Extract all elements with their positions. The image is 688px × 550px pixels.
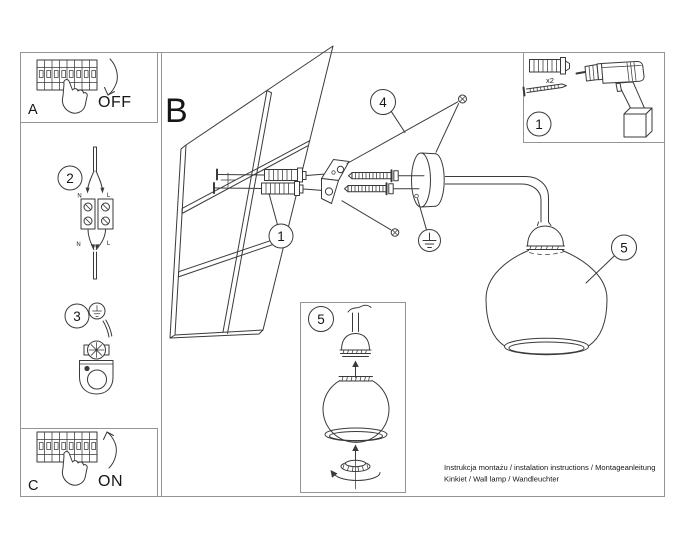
arm-pipe bbox=[352, 312, 359, 332]
lamp-arm bbox=[444, 176, 552, 226]
callout-1: 1 bbox=[268, 193, 294, 249]
panel-c-label: C bbox=[28, 478, 38, 494]
ground-symbol-icon bbox=[88, 302, 106, 320]
breaker-panel-illustration bbox=[36, 59, 98, 91]
panel-c-box bbox=[20, 428, 158, 497]
footer-line-1: Instrukcja montażu / instalation instruc… bbox=[444, 463, 655, 472]
callout-1-circle bbox=[268, 223, 294, 249]
wall-lamp bbox=[411, 152, 608, 356]
wall-plug-2 bbox=[261, 181, 327, 196]
callout-5: 5 bbox=[585, 234, 637, 284]
rotate-arrow-icon bbox=[330, 470, 381, 481]
footer: Instrukcja montażu / instalation instruc… bbox=[444, 463, 655, 484]
wall-plugs-and-screws bbox=[213, 167, 333, 196]
wire-n-bottom-label: N bbox=[76, 242, 80, 248]
canopy bbox=[411, 152, 445, 208]
callout-box5-number: 5 bbox=[317, 312, 325, 327]
wall-screw-1 bbox=[216, 168, 265, 181]
machine-screw-2 bbox=[344, 182, 420, 196]
wire-l-bottom-label: L bbox=[107, 241, 111, 247]
hand-icon bbox=[61, 451, 88, 486]
ground-terminal bbox=[83, 340, 110, 360]
section-b-label: B bbox=[165, 92, 188, 130]
canopy-ground-callout bbox=[341, 198, 441, 252]
holder-dome bbox=[339, 333, 372, 357]
arrow-up-icon bbox=[103, 431, 117, 469]
step-2-wiring: 2 N L N L bbox=[57, 146, 114, 280]
drill-icon bbox=[575, 60, 653, 138]
panel-a: A OFF bbox=[28, 58, 132, 118]
arrow-down-icon bbox=[104, 58, 118, 96]
mounting-bracket bbox=[321, 159, 350, 204]
shade-holder-dome bbox=[526, 225, 565, 256]
callout-4: 4 bbox=[346, 89, 467, 164]
glass-shade-globe bbox=[322, 376, 390, 443]
wall-illustration bbox=[169, 45, 334, 339]
arrow-up-icon bbox=[352, 360, 359, 378]
callout-4-circle bbox=[370, 89, 396, 115]
terminal-block bbox=[80, 198, 114, 230]
wall-plug-icon bbox=[529, 57, 570, 75]
callout-3-circle bbox=[64, 303, 90, 329]
drill-mark-crosshair bbox=[220, 172, 236, 188]
callout-4-number: 4 bbox=[379, 95, 387, 110]
shade-assembly-box bbox=[300, 302, 406, 493]
ground-symbol-icon bbox=[418, 229, 441, 252]
callout-2-number: 2 bbox=[66, 171, 74, 186]
callout-1-number: 1 bbox=[277, 229, 285, 244]
panel-c-action-label: ON bbox=[98, 473, 123, 490]
small-screw-icon bbox=[390, 228, 400, 237]
shade-assembly-contents: 5 bbox=[308, 304, 390, 490]
step-3-grounding: 3 bbox=[64, 302, 114, 395]
parts-box bbox=[523, 52, 665, 143]
dowel-quantity-label: x2 bbox=[546, 76, 554, 85]
panel-a-action-label: OFF bbox=[98, 94, 132, 111]
glass-shade bbox=[485, 250, 608, 356]
small-screw-icon bbox=[458, 94, 467, 104]
cable-top bbox=[87, 146, 103, 191]
wall-bracket-front-view bbox=[79, 360, 114, 395]
arm-end-hook bbox=[347, 304, 372, 313]
wall-screw-2 bbox=[213, 182, 262, 194]
callout-2-circle bbox=[57, 165, 83, 191]
wire-l-top-label: L bbox=[107, 193, 111, 199]
hand-icon bbox=[61, 79, 88, 114]
panel-c: C ON bbox=[28, 431, 123, 494]
page-frame bbox=[20, 52, 665, 497]
panel-a-label: A bbox=[28, 102, 38, 118]
callout-box5-circle bbox=[308, 306, 334, 332]
parts-box-contents: x2 1 bbox=[522, 57, 653, 138]
cable-bottom bbox=[87, 229, 106, 280]
footer-line-2: Kinkiet / Wall lamp / Wandleuchter bbox=[444, 475, 560, 484]
panel-a-box bbox=[20, 52, 158, 123]
callout-5-circle bbox=[611, 234, 637, 261]
callout-3-number: 3 bbox=[73, 309, 81, 324]
callout-box1-number: 1 bbox=[535, 117, 543, 132]
machine-screw-1 bbox=[348, 169, 425, 183]
callout-box1-circle bbox=[526, 111, 552, 137]
screw-icon bbox=[522, 83, 567, 97]
ground-wire bbox=[102, 319, 113, 338]
callout-5-number: 5 bbox=[620, 241, 628, 256]
wire-n-top-label: N bbox=[77, 194, 81, 200]
